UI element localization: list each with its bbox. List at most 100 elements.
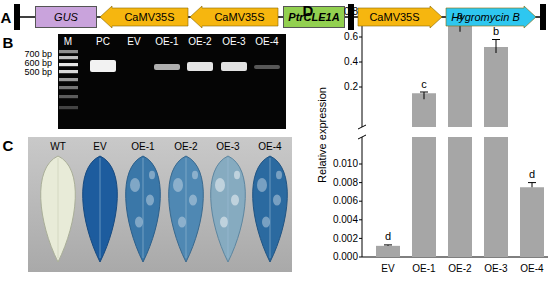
- sample-label: WT: [50, 142, 66, 152]
- axis-title: Relative expression: [317, 87, 328, 183]
- dna-band: [154, 64, 180, 70]
- sample-label: OE-2: [174, 142, 197, 152]
- leaf-patch: [231, 194, 239, 205]
- leaf-patch: [173, 178, 183, 192]
- bar: [484, 137, 508, 257]
- box-shape: [284, 7, 345, 28]
- leaf: [126, 156, 161, 262]
- leaf-patch: [146, 194, 154, 205]
- dna-band: [187, 62, 213, 71]
- leaf-patch: [262, 216, 270, 227]
- leaf-patch: [189, 194, 197, 205]
- tick-label: 0.006: [333, 196, 358, 206]
- leaf-midrib: [270, 158, 271, 258]
- leaf-midrib: [143, 158, 144, 258]
- arrow-shape: [100, 6, 188, 28]
- leaf-midrib: [58, 158, 59, 258]
- gene-label: CaMV35S: [124, 12, 174, 23]
- arrow-shape: [446, 6, 536, 28]
- tick-label: 0.008: [333, 178, 358, 188]
- significance-letter: b: [493, 26, 499, 37]
- error-bar: [532, 183, 533, 188]
- size-marker: 600 bp: [24, 59, 52, 68]
- error-bar: [424, 92, 425, 99]
- tick: [359, 238, 362, 239]
- tick-label: 0.010: [333, 159, 358, 169]
- tick: [359, 201, 362, 202]
- sample-label: EV: [93, 142, 106, 152]
- promoter-arrow: CaMV35S: [190, 6, 278, 28]
- leaf-patch: [234, 171, 240, 179]
- gene-label: GUS: [54, 12, 78, 23]
- tick-label: 0.002: [333, 234, 358, 244]
- box-shape: [36, 7, 97, 28]
- leaf: [169, 156, 204, 262]
- leaf-patch: [130, 178, 140, 192]
- leaf-patch: [276, 171, 282, 179]
- promoter-arrow: CaMV35S: [100, 6, 188, 28]
- tick-label: 0.2: [344, 82, 358, 92]
- gene-box: PtrCLE1A: [283, 6, 345, 28]
- dna-band: [254, 65, 280, 69]
- ladder-band: [59, 95, 78, 98]
- tick: [359, 182, 362, 183]
- tick-label: 0.000: [333, 252, 358, 262]
- tick-label: 0.004: [333, 215, 358, 225]
- lane-label: OE-2: [188, 37, 211, 47]
- ladder-band: [59, 78, 78, 81]
- sample-label: OE-4: [258, 142, 281, 152]
- error-cap: [492, 39, 500, 40]
- gene-label: PtrCLE1A: [288, 12, 339, 23]
- ladder-band: [59, 106, 78, 109]
- leaf: [253, 156, 288, 262]
- tick: [359, 219, 362, 220]
- leaf: [41, 156, 76, 262]
- dna-band: [221, 62, 247, 71]
- arrow-shape: [190, 6, 278, 28]
- panel-letter: C: [3, 138, 14, 153]
- ladder-band: [59, 56, 78, 59]
- error-cap: [384, 244, 392, 245]
- bar: [484, 47, 508, 127]
- leaf-patch: [257, 178, 267, 192]
- arrow-shape: [358, 6, 442, 28]
- leaf-patch: [220, 216, 228, 227]
- gene-box: GUS: [35, 6, 97, 28]
- lane-label: OE-3: [222, 37, 245, 47]
- axis-break: [358, 135, 366, 139]
- lane-label: OE-4: [255, 37, 278, 47]
- lane-label: OE-1: [155, 37, 178, 47]
- category-label: OE-1: [412, 264, 435, 274]
- sample-label: OE-3: [216, 142, 239, 152]
- leaf-midrib: [186, 158, 187, 258]
- lane-label: PC: [96, 37, 110, 47]
- bar: [448, 137, 472, 257]
- significance-letter: c: [421, 79, 427, 90]
- y-axis: [362, 137, 363, 257]
- border-block: [14, 4, 20, 30]
- leaf-patch: [215, 178, 225, 192]
- panel-letter: B: [3, 35, 14, 50]
- leaf-midrib: [228, 158, 229, 258]
- leaf-patch: [273, 194, 281, 205]
- sample-label: OE-1: [131, 142, 154, 152]
- gel-image: [58, 34, 286, 129]
- ladder-band: [59, 70, 78, 73]
- category-label: OE-4: [520, 264, 543, 274]
- tick: [359, 37, 362, 38]
- leaf-patch: [192, 171, 198, 179]
- error-cap: [528, 182, 536, 183]
- gene-label: CaMV35S: [369, 12, 419, 23]
- significance-letter: d: [529, 169, 535, 180]
- dna-band: [90, 60, 116, 72]
- leaf: [211, 156, 246, 262]
- tick: [359, 164, 362, 165]
- category-label: OE-3: [484, 264, 507, 274]
- bar: [448, 26, 472, 127]
- bar: [412, 137, 436, 257]
- promoter-arrow: CaMV35S: [358, 6, 442, 28]
- tick-label: 0.8: [344, 7, 358, 17]
- size-marker: 700 bp: [24, 50, 52, 59]
- ladder-band: [59, 63, 78, 66]
